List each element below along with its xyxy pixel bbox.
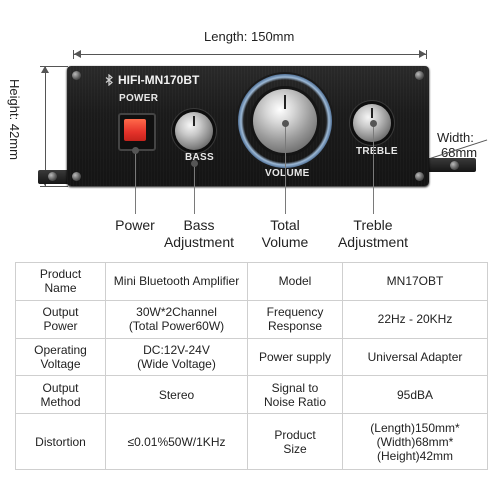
bass-callout: Bass Adjustment bbox=[157, 217, 241, 251]
spec-label-cell: Model bbox=[247, 262, 343, 301]
power-button-cap bbox=[124, 119, 146, 141]
volume-pointer-line bbox=[285, 123, 286, 214]
panel-screw-bottom-right bbox=[415, 172, 424, 181]
power-callout-text: Power bbox=[115, 217, 155, 233]
power-pointer-line bbox=[135, 150, 136, 214]
spec-value-cell: 22Hz - 20KHz bbox=[342, 299, 488, 339]
length-arrow-left bbox=[74, 50, 81, 58]
bass-pointer-dot bbox=[191, 160, 198, 167]
treble-pointer-dot bbox=[370, 120, 377, 127]
power-label: POWER bbox=[119, 93, 159, 104]
power-callout: Power bbox=[105, 217, 165, 234]
height-tick-bottom bbox=[40, 186, 68, 187]
bass-callout-line2: Adjustment bbox=[163, 234, 235, 250]
height-dimension-line bbox=[45, 66, 46, 186]
spec-value-cell: MN17OBT bbox=[342, 262, 488, 301]
spec-value-cell: Stereo bbox=[105, 375, 248, 414]
volume-callout: Total Volume bbox=[253, 217, 317, 251]
panel-screw-bottom-left bbox=[72, 172, 81, 181]
spec-value-cell: Mini Bluetooth Amplifier bbox=[105, 262, 248, 301]
flange-screw-right bbox=[450, 161, 459, 170]
bass-pointer-line bbox=[194, 163, 195, 214]
volume-knob-marker bbox=[284, 95, 286, 109]
length-dimension-tick-right bbox=[426, 50, 427, 59]
volume-label: VOLUME bbox=[265, 168, 310, 179]
length-arrow-right bbox=[419, 50, 426, 58]
bass-knob[interactable] bbox=[175, 112, 213, 150]
height-arrow-top bbox=[41, 66, 49, 73]
treble-knob-marker bbox=[371, 108, 373, 118]
spec-value-cell: Universal Adapter bbox=[342, 337, 488, 377]
power-pointer-dot bbox=[132, 147, 139, 154]
spec-value-cell: 30W*2Channel(Total Power60W) bbox=[105, 299, 248, 339]
width-dimension-label-1: Width: bbox=[437, 130, 474, 145]
bluetooth-icon bbox=[105, 74, 113, 86]
treble-callout-line1: Treble bbox=[353, 217, 393, 233]
volume-callout-line1: Total bbox=[270, 217, 300, 233]
spec-value-cell: DC:12V-24V(Wide Voltage) bbox=[105, 337, 248, 377]
length-dimension-tick-left bbox=[73, 50, 74, 59]
spec-label-cell: Distortion bbox=[15, 413, 106, 470]
length-dimension-label: Length: 150mm bbox=[204, 29, 295, 44]
panel-screw-top-left bbox=[72, 71, 81, 80]
spec-label-cell: Power supply bbox=[247, 337, 343, 377]
panel-screw-top-right bbox=[415, 71, 424, 80]
flange-screw-left bbox=[48, 172, 57, 181]
treble-callout-line2: Adjustment bbox=[337, 234, 409, 250]
spec-value-cell: (Length)150mm*(Width)68mm*(Height)42mm bbox=[342, 413, 488, 470]
spec-value-cell: 95dBA bbox=[342, 375, 488, 414]
bass-callout-line1: Bass bbox=[183, 217, 215, 233]
volume-pointer-dot bbox=[282, 120, 289, 127]
volume-callout-line2: Volume bbox=[261, 234, 309, 250]
spec-value-cell: ≤0.01%50W/1KHz bbox=[105, 413, 248, 470]
treble-callout: Treble Adjustment bbox=[331, 217, 415, 251]
treble-label: TREBLE bbox=[356, 146, 398, 157]
treble-pointer-line bbox=[373, 123, 374, 214]
bass-label: BASS bbox=[185, 152, 214, 163]
bass-knob-marker bbox=[193, 116, 195, 126]
power-button[interactable] bbox=[118, 113, 156, 151]
width-dimension-label-2: 68mm bbox=[441, 145, 478, 160]
height-tick-top bbox=[40, 66, 68, 67]
model-name-label: HIFI-MN170BT bbox=[118, 73, 200, 87]
height-dimension-label: Height: 42mm bbox=[6, 79, 22, 160]
length-dimension-line bbox=[74, 54, 426, 55]
